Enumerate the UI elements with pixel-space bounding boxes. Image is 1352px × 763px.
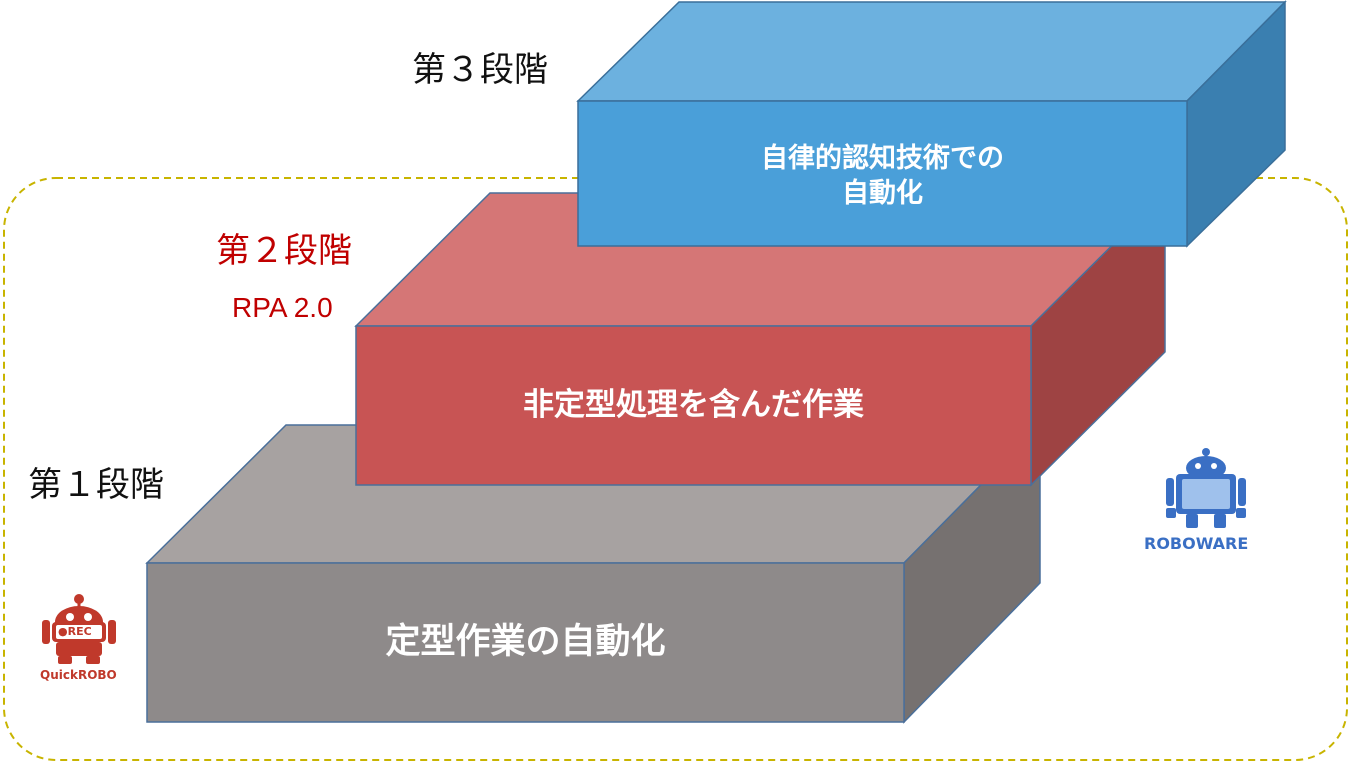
- roboware-logo-name: ROBOWARE: [1144, 534, 1249, 553]
- stage-3-block-text-line2: 自動化: [842, 178, 923, 209]
- stage-2-label: 第２段階: [216, 231, 352, 271]
- stage-3-block: [576, 0, 1287, 248]
- roboware-robot-icon: [1166, 448, 1246, 528]
- stage-2-sub-label: RPA 2.0: [232, 292, 333, 323]
- stage-3-label: 第３段階: [412, 50, 548, 90]
- stage-3-block-text: 自律的認知技術での 自動化: [578, 130, 1187, 222]
- stage-1-block-text: 定型作業の自動化: [385, 621, 666, 662]
- quickrobo-rec-badge: ●REC: [58, 625, 92, 638]
- stage-1-label: 第１段階: [28, 465, 164, 505]
- automation-region-border: [3, 177, 1348, 761]
- quickrobo-robot-icon: [42, 594, 116, 664]
- stage-1-front-face: [146, 562, 905, 723]
- stage-2-block-text: 非定型処理を含んだ作業: [523, 387, 864, 424]
- stage-3-top-face: [576, 1, 1287, 102]
- quickrobo-logo-name: QuickROBO: [40, 668, 117, 682]
- stage-2-front-face: [355, 325, 1032, 486]
- stage-3-front-face: [577, 100, 1188, 247]
- stage-3-block-text-line1: 自律的認知技術での: [761, 142, 1004, 174]
